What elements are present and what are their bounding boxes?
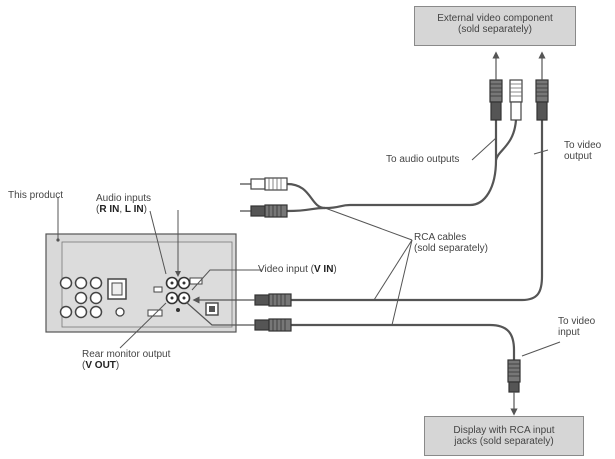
audio-plug-top-white bbox=[509, 79, 523, 121]
display-line1: Display with RCA input bbox=[453, 425, 555, 436]
audio-plug-white bbox=[240, 177, 288, 191]
rear-monitor-title: Rear monitor output bbox=[82, 349, 171, 360]
to-video-output-line2: output bbox=[564, 151, 592, 162]
external-component-line1: External video component bbox=[437, 13, 553, 24]
paren-close: ) bbox=[143, 204, 147, 215]
to-video-input-label: To video input bbox=[558, 316, 595, 338]
v-out-open: ( bbox=[82, 360, 86, 371]
head-unit bbox=[45, 233, 237, 333]
rca-cables-label: RCA cables (sold separately) bbox=[414, 232, 488, 254]
external-video-component-box: External video component (sold separatel… bbox=[414, 6, 576, 46]
video-input-text: Video input ( bbox=[258, 264, 314, 275]
v-out-close: ) bbox=[115, 360, 120, 371]
audio-inputs-title: Audio inputs bbox=[96, 193, 152, 204]
rca-cables-line2: (sold separately) bbox=[414, 243, 488, 254]
this-product-label: This product bbox=[8, 190, 64, 201]
video-input-close: ) bbox=[333, 264, 337, 275]
to-video-output-label: To video output bbox=[564, 140, 601, 162]
rca-cables-line1: RCA cables bbox=[414, 232, 467, 243]
v-in-label: V IN bbox=[313, 264, 334, 275]
r-in-label: R IN bbox=[99, 204, 120, 215]
display-line2: jacks (sold separately) bbox=[454, 436, 554, 447]
external-component-line2: (sold separately) bbox=[458, 24, 532, 35]
video-input-label: Video input (V IN) bbox=[258, 264, 337, 275]
audio-plug-dark bbox=[240, 204, 288, 218]
separator: , bbox=[119, 204, 125, 215]
to-audio-outputs-label: To audio outputs bbox=[386, 154, 460, 165]
to-video-input-line1: To video bbox=[558, 316, 596, 327]
l-in-label: L IN bbox=[124, 204, 144, 215]
video-output-cable bbox=[192, 51, 549, 307]
video-input-cable bbox=[185, 301, 521, 416]
rear-monitor-label: Rear monitor output (V OUT) bbox=[82, 349, 170, 371]
to-video-input-line2: input bbox=[558, 327, 580, 338]
audio-cable bbox=[240, 51, 523, 218]
audio-plug-top-dark bbox=[489, 79, 503, 121]
audio-inputs-label: Audio inputs (R IN, L IN) bbox=[96, 193, 151, 215]
to-video-output-line1: To video bbox=[564, 140, 602, 151]
v-out-label: V OUT bbox=[85, 360, 116, 371]
paren-open: ( bbox=[96, 204, 100, 215]
display-box: Display with RCA input jacks (sold separ… bbox=[424, 416, 584, 456]
